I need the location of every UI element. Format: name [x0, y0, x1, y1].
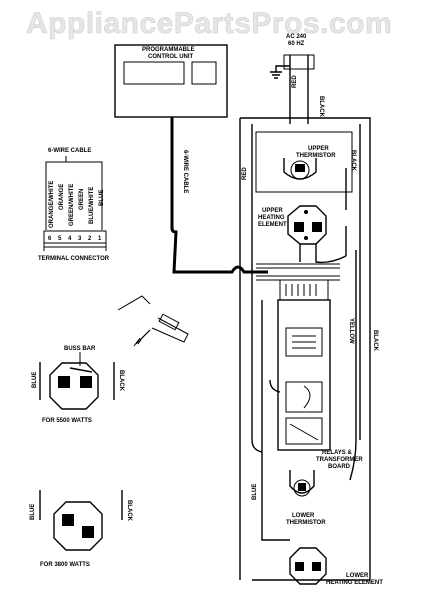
wire-color-green: GREEN: [79, 189, 85, 210]
main-wiring: [239, 117, 371, 581]
lower-heating-element-label-1: LOWER: [346, 573, 369, 579]
power-supply-label-1: AC 240: [286, 34, 307, 40]
wire-color-blue: BLUE: [99, 190, 105, 206]
wire-color-orange-white: ORANGE/WHITE: [49, 181, 55, 228]
yellow-label: YELLOW: [348, 318, 354, 344]
upper-thermistor: UPPER THERMISTOR: [283, 146, 336, 180]
wire-color-blue-white: BLUE/WHITE: [89, 187, 95, 224]
terminal-number-4: 4: [68, 236, 72, 242]
buss-bar-black-label: BLACK: [118, 370, 124, 392]
terminal-number-1: 1: [98, 236, 102, 242]
upper-heating-element-label-1: UPPER: [262, 208, 283, 214]
upper-heating-element-label-3: ELEMENT: [258, 222, 287, 228]
relays-transformer-board: RELAYS & TRANSFORMER BOARD: [277, 279, 363, 470]
for-5500-label: FOR 5500 WATTS: [42, 418, 92, 424]
wire-color-orange: ORANGE: [59, 184, 65, 210]
terminal-wire-sketch: [117, 295, 189, 347]
lower-heating-element: LOWER HEATING ELEMENT: [289, 547, 383, 586]
lower-thermistor: LOWER THERMISTOR: [286, 470, 326, 526]
power-supply-label-2: 60 HZ: [288, 41, 305, 47]
terminal-number-5: 5: [58, 236, 62, 242]
lower-thermistor-label-2: THERMISTOR: [286, 520, 326, 526]
terminal-number-2: 2: [88, 236, 92, 242]
relays-board-label-1: RELAYS &: [322, 450, 352, 456]
terminal-number-6: 6: [48, 236, 52, 242]
six-wire-cable-vertical-label: 6-WIRE CABLE: [182, 150, 188, 193]
terminal-connector: 6-WIRE CABLE ORANGE/WHITE ORANGE GREEN/W…: [38, 148, 110, 262]
element-3800-watts: BLUE BLACK FOR 3800 WATTS: [30, 490, 132, 568]
supply-red-label: RED: [292, 75, 298, 88]
frame-black-label: BLACK: [350, 150, 356, 172]
buss-bar-label: BUSS BAR: [64, 346, 96, 352]
lower-heating-element-label-2: HEATING ELEMENT: [326, 580, 383, 586]
upper-heating-element: UPPER HEATING ELEMENT: [258, 205, 327, 245]
right-black-label: BLACK: [372, 330, 378, 352]
control-unit-label-1: PROGRAMMABLE: [142, 47, 195, 53]
supply-black-label: BLACK: [318, 96, 324, 118]
six-wire-cable-label: 6-WIRE CABLE: [48, 148, 91, 154]
lower-thermistor-label-1: LOWER: [292, 513, 315, 519]
relays-board-label-3: BOARD: [328, 464, 351, 470]
upper-thermistor-label-2: THERMISTOR: [296, 153, 336, 159]
relays-board-label-2: TRANSFORMER: [316, 457, 363, 463]
for-3800-label: FOR 3800 WATTS: [40, 562, 90, 568]
programmable-control-unit: PROGRAMMABLE CONTROL UNIT: [114, 44, 228, 118]
element-3800-blue-label: BLUE: [30, 504, 36, 520]
watermark-text: AppliancePartsPros.com: [26, 7, 392, 40]
upper-heating-element-label-2: HEATING: [258, 215, 285, 221]
buss-bar-blue-label: BLUE: [32, 372, 38, 388]
upper-thermistor-label-1: UPPER: [308, 146, 329, 152]
element-3800-black-label: BLACK: [126, 500, 132, 522]
power-supply: AC 240 60 HZ RED BLACK: [270, 34, 324, 118]
wire-color-green-white: GREEN/WHITE: [69, 184, 75, 226]
element-5500-watts: BUSS BAR BLUE BLACK FOR 5500 WATTS: [32, 346, 124, 424]
frame-blue-label: BLUE: [252, 484, 258, 500]
six-wire-cable: [170, 117, 268, 274]
frame-red-label: RED: [242, 167, 248, 180]
terminal-number-3: 3: [78, 236, 82, 242]
control-unit-label-2: CONTROL UNIT: [148, 54, 194, 60]
terminal-connector-label: TERMINAL CONNECTOR: [38, 256, 110, 262]
